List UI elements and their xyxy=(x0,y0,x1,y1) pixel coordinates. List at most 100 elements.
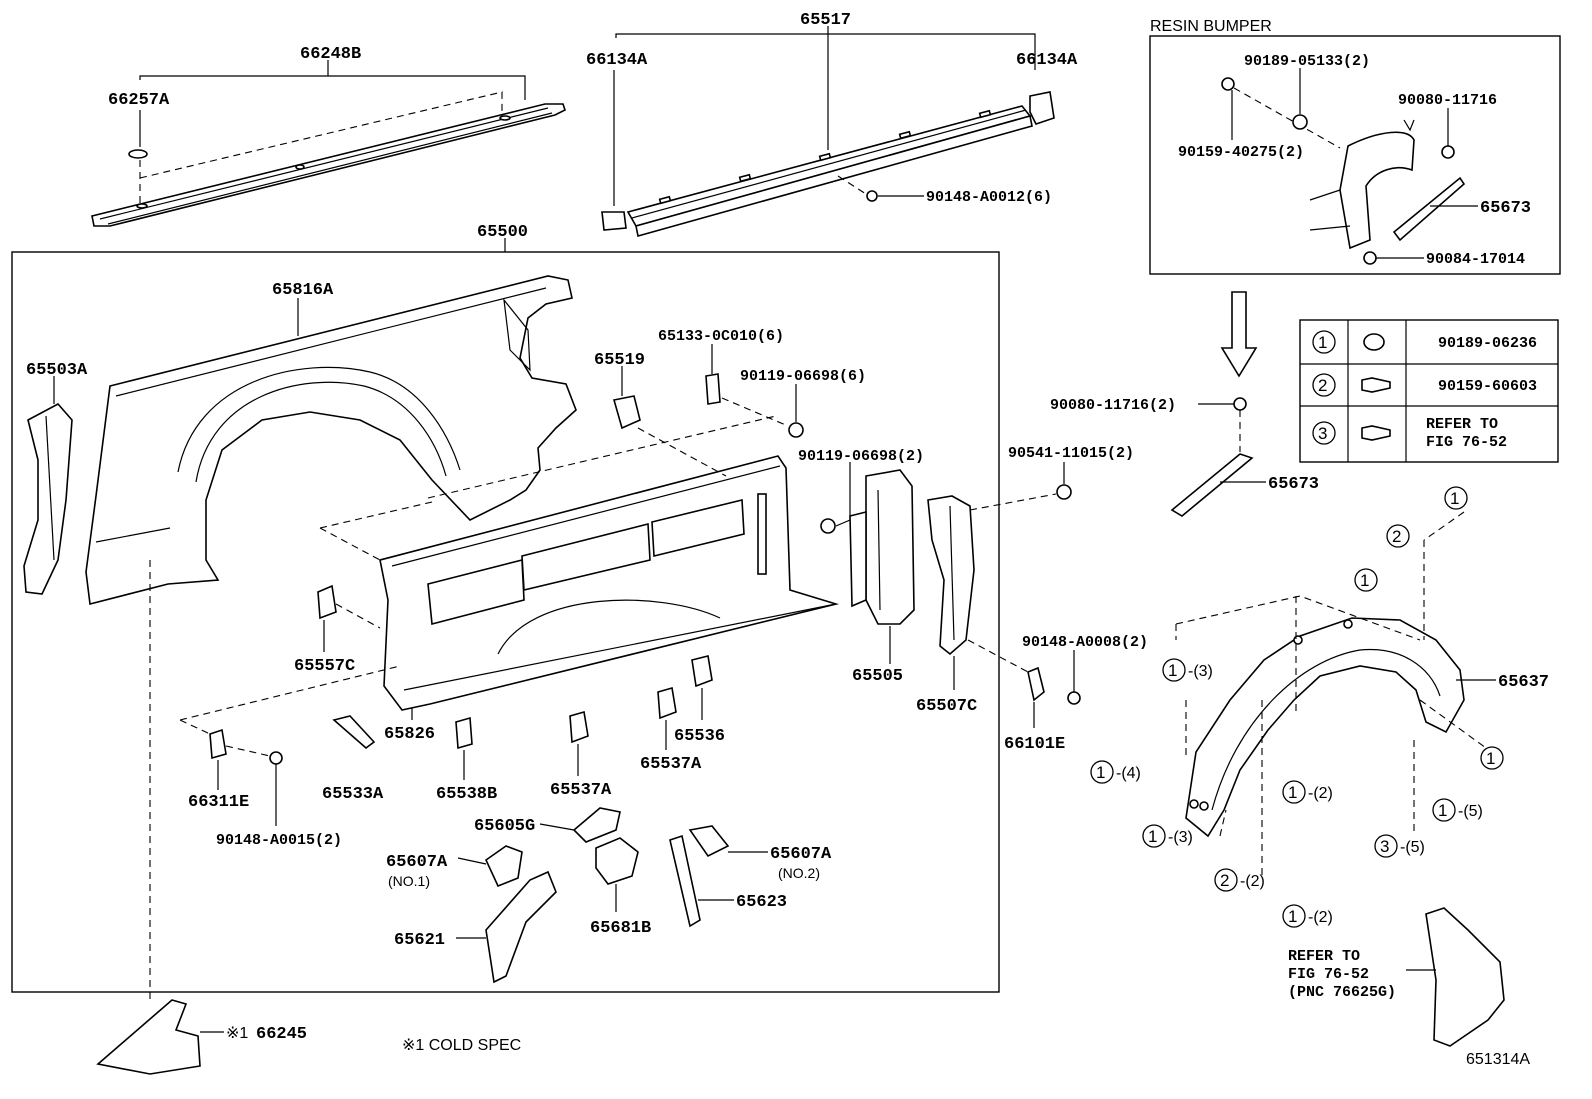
label-90189-05133: 90189-05133(2) xyxy=(1244,53,1370,70)
part-65605G xyxy=(572,807,621,843)
refer-line-3: (PNC 76625G) xyxy=(1288,984,1396,1001)
callout-suffix-1-b: -(4) xyxy=(1116,765,1141,782)
label-65826: 65826 xyxy=(384,725,435,744)
bolt-90148-A0008 xyxy=(1067,691,1081,705)
legend-part-1: 90189-06236 xyxy=(1438,335,1537,352)
label-65637: 65637 xyxy=(1498,673,1549,692)
cold-spec-note: ※1 COLD SPEC xyxy=(402,1037,521,1054)
clip-90084-17014 xyxy=(1363,251,1377,265)
leader-66248B xyxy=(139,75,526,100)
callout-num-1-mid: 1 xyxy=(1360,571,1369,590)
label-65673-rb: 65673 xyxy=(1480,199,1531,218)
label-65519: 65519 xyxy=(594,351,645,370)
part-66134A-left xyxy=(601,211,627,231)
callout-liner-1 xyxy=(1090,486,1504,928)
callout-num-1-right: 1 xyxy=(1486,749,1495,768)
label-65507C: 65507C xyxy=(916,697,977,716)
label-90080-11716-2: 90080-11716(2) xyxy=(1050,397,1176,414)
guide-90159-40275 xyxy=(1233,87,1341,149)
label-65500: 65500 xyxy=(477,223,528,242)
bolt-90148-A0012 xyxy=(866,190,878,202)
bolt-90080-11716 xyxy=(1441,145,1455,159)
part-65517 xyxy=(626,105,1033,238)
part-resin-bumper-body xyxy=(1309,119,1415,250)
label-90148-A0015: 90148-A0015(2) xyxy=(216,832,342,849)
part-65536 xyxy=(691,655,713,688)
bolt-90080-11716-2 xyxy=(1233,397,1247,411)
callout-suffix-1-d: -(3) xyxy=(1168,829,1193,846)
callout-suffix-2-a: -(2) xyxy=(1240,873,1265,890)
label-65533A: 65533A xyxy=(322,785,384,804)
label-90084-17014: 90084-17014 xyxy=(1426,251,1525,268)
label-65503A: 65503A xyxy=(26,361,88,380)
label-65537A-b: 65537A xyxy=(640,755,702,774)
arrow-down-icon xyxy=(1220,291,1258,378)
clip-90189-05133 xyxy=(1292,114,1308,130)
screw-icon-2 xyxy=(1361,425,1391,441)
refer-line-1: REFER TO xyxy=(1288,948,1360,965)
label-90119-06698-2: 90119-06698(2) xyxy=(798,448,924,465)
part-65507C xyxy=(927,495,975,656)
part-66134A-right xyxy=(1029,91,1055,125)
part-65607A-no1 xyxy=(484,845,523,888)
part-65637 xyxy=(1185,617,1465,838)
callout-num-1-f: 1 xyxy=(1288,907,1297,926)
label-66245-mark: ※1 xyxy=(226,1025,248,1042)
callout-num-1-e: 1 xyxy=(1438,801,1447,820)
screw-icon xyxy=(1361,377,1391,393)
part-65519 xyxy=(612,395,641,430)
part-65538B xyxy=(455,716,473,750)
part-65533A xyxy=(332,715,376,750)
part-65537A-b xyxy=(657,686,677,720)
diagram-id: 651314A xyxy=(1466,1051,1530,1068)
part-65503A xyxy=(23,402,73,595)
callout-num-3-a: 3 xyxy=(1380,837,1389,856)
label-66134A-left: 66134A xyxy=(586,51,648,70)
legend-num-2: 2 xyxy=(1318,376,1327,395)
clip-icon xyxy=(1363,333,1385,351)
nut-90541-11015 xyxy=(1056,484,1072,500)
label-65537A-a: 65537A xyxy=(550,781,612,800)
part-66311E xyxy=(209,728,227,760)
part-65623 xyxy=(669,834,701,928)
label-66311E: 66311E xyxy=(188,793,249,812)
part-66257A xyxy=(128,149,148,159)
guide-90148-A0015 xyxy=(225,745,271,757)
label-66101E: 66101E xyxy=(1004,735,1065,754)
bolt-90159-40275 xyxy=(1221,77,1235,91)
label-65681B: 65681B xyxy=(590,919,651,938)
part-66248B xyxy=(91,103,566,227)
resin-bumper-box xyxy=(1149,35,1561,275)
part-65607A-no2 xyxy=(688,825,730,858)
leader-65517 xyxy=(615,33,1036,70)
label-65505: 65505 xyxy=(852,667,903,686)
label-90148-A0008: 90148-A0008(2) xyxy=(1022,634,1148,651)
label-90148-A0012: 90148-A0012(6) xyxy=(926,189,1052,206)
label-65621: 65621 xyxy=(394,931,445,950)
label-65607A-no1: 65607A xyxy=(386,853,448,872)
legend-num-3: 3 xyxy=(1318,424,1327,443)
part-65505 xyxy=(849,469,915,625)
label-65673: 65673 xyxy=(1268,475,1319,494)
legend-num-1: 1 xyxy=(1318,333,1327,352)
label-65605G: 65605G xyxy=(474,817,535,836)
label-65557C: 65557C xyxy=(294,657,355,676)
legend-part-3-l1: REFER TO xyxy=(1426,416,1498,433)
label-90119-06698-6: 90119-06698(6) xyxy=(740,368,866,385)
label-65133-0C010: 65133-0C010(6) xyxy=(658,328,784,345)
resin-bumper-title: RESIN BUMPER xyxy=(1150,18,1272,35)
bolt-90119-06698-6 xyxy=(788,422,804,438)
callout-num-2-top: 2 xyxy=(1392,527,1401,546)
callout-num-1-c: 1 xyxy=(1288,783,1297,802)
guide-65637 xyxy=(1175,511,1487,880)
legend-part-3-l2: FIG 76-52 xyxy=(1426,434,1507,451)
fastener-legend xyxy=(1299,319,1559,463)
callout-suffix-1-c: -(2) xyxy=(1308,785,1333,802)
bolt-90119-06698-2 xyxy=(820,518,836,534)
guide-66257A xyxy=(139,91,503,204)
guide-65519 xyxy=(637,427,727,477)
callout-num-1-a: 1 xyxy=(1168,661,1177,680)
callout-num-1-top: 1 xyxy=(1450,489,1459,508)
legend-part-2: 90159-60603 xyxy=(1438,378,1537,395)
